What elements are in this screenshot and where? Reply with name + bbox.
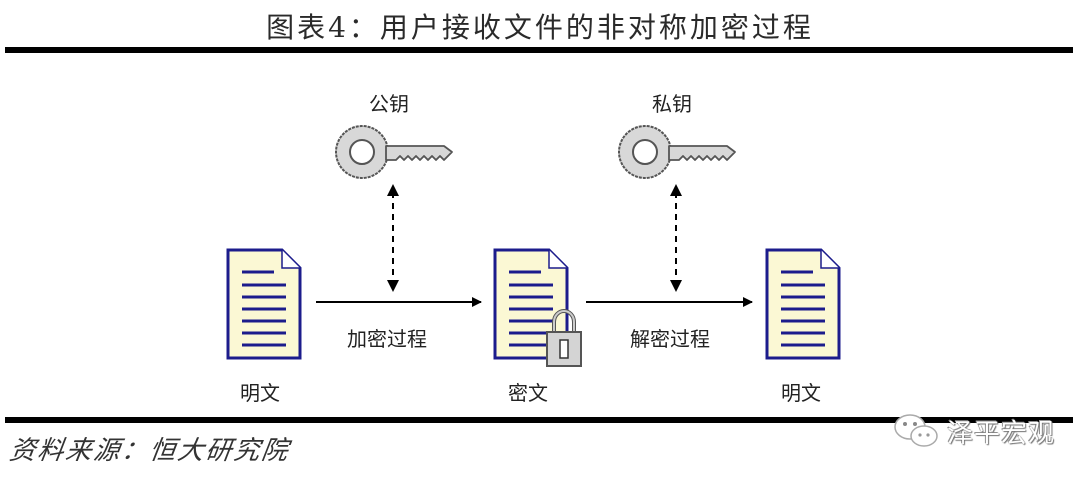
bottom-rule	[5, 417, 1073, 423]
top-rule	[5, 47, 1073, 53]
private-key-dashed-arrow	[670, 184, 682, 292]
private-key-icon	[618, 125, 736, 179]
encrypt-process-label: 加密过程	[347, 327, 427, 351]
decrypted-plaintext-label: 明文	[781, 381, 821, 405]
figure-title: 图表4：用户接收文件的非对称加密过程	[266, 11, 814, 44]
public-key-dashed-arrow	[387, 184, 399, 292]
decrypted-plaintext-document-icon	[765, 248, 841, 360]
source-note: 资料来源：恒大研究院	[7, 436, 292, 466]
padlock-icon	[546, 309, 582, 367]
decrypt-process-label: 解密过程	[630, 327, 710, 351]
ciphertext-label: 密文	[508, 381, 548, 405]
watermark-text: 泽平宏观	[947, 418, 1056, 449]
private-key-label: 私钥	[652, 92, 692, 116]
public-key-icon	[335, 125, 453, 179]
plaintext-label: 明文	[240, 381, 280, 405]
public-key-label: 公钥	[369, 92, 409, 116]
wechat-icon	[894, 414, 938, 447]
plaintext-document-icon	[226, 248, 302, 360]
watermark: 泽平宏观	[893, 412, 1055, 450]
